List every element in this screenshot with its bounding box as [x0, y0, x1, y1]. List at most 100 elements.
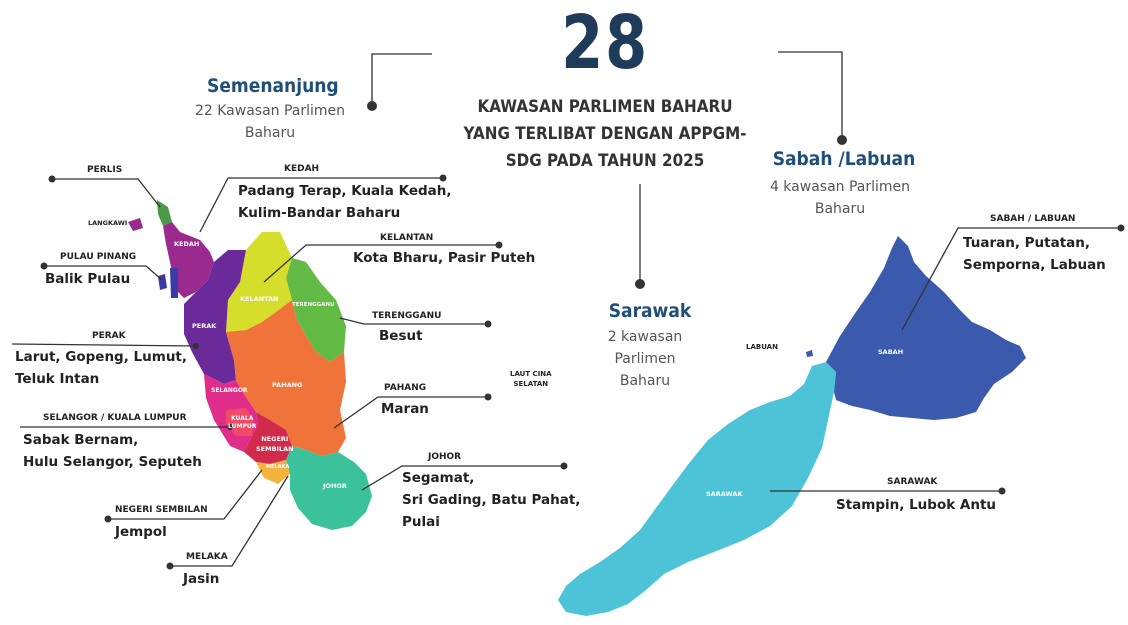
label-perlis: PERLIS — [87, 165, 123, 175]
dot-sarawak — [998, 487, 1006, 495]
areas-terengganu: Besut — [379, 325, 423, 347]
area-line: Besut — [379, 328, 423, 344]
area-line: Maran — [381, 401, 429, 417]
sea-label-line: LAUT CINA — [510, 370, 552, 378]
leader-lines — [11, 51, 1125, 570]
label-kelantan: KELANTAN — [380, 233, 434, 243]
map-label-perak: PERAK — [192, 322, 217, 330]
leader-perlis — [52, 178, 161, 208]
area-line: Stampin, Lubok Antu — [836, 497, 997, 513]
state-perlis-shape — [157, 200, 172, 226]
area-line: Pulai — [402, 514, 440, 530]
map-label-sabah: SABAH — [878, 348, 904, 356]
leader-melaka — [170, 475, 289, 567]
map-label-line: KUALA — [231, 415, 254, 422]
label-langkawi: LANGKAWI — [88, 219, 128, 227]
map-label-kl: KUALA LUMPUR — [228, 415, 256, 431]
areas-kedah: Padang Terap, Kuala Kedah, Kulim-Bandar … — [238, 180, 452, 224]
map-label-melaka: MELAKA — [266, 464, 290, 470]
state-johor-shape — [286, 446, 372, 530]
state-pulau-pinang-shape — [158, 268, 178, 298]
dot-perlis — [48, 175, 56, 183]
region-sub-semenanjung: 22 Kawasan Parlimen Baharu — [180, 100, 360, 144]
leader-kedah — [199, 177, 443, 233]
dot-kelantan — [495, 241, 503, 249]
areas-melaka: Jasin — [183, 568, 219, 590]
region-title-sarawak: Sarawak — [608, 300, 692, 322]
leader-negeri-sembilan — [108, 469, 263, 520]
state-sabah-shape — [826, 236, 1026, 420]
map-label-line: LUMPUR — [228, 423, 257, 430]
area-line: Jasin — [183, 571, 220, 587]
leader-terengganu — [339, 317, 488, 325]
dot-pahang — [484, 393, 492, 401]
leader-sabah-region — [778, 51, 843, 140]
label-kedah: KEDAH — [284, 164, 320, 174]
sea-label: LAUT CINA SELATAN — [510, 369, 552, 389]
label-negeri-sembilan: NEGERI SEMBILAN — [115, 505, 208, 515]
area-line: Kulim-Bandar Baharu — [238, 205, 401, 221]
area-line: Semporna, Labuan — [963, 257, 1106, 273]
area-line: Padang Terap, Kuala Kedah, — [238, 183, 452, 199]
area-line: Larut, Gopeng, Lumut, — [15, 349, 188, 365]
map-label-pahang: PAHANG — [272, 381, 303, 389]
label-selangor-kl: SELANGOR / KUALA LUMPUR — [43, 413, 187, 423]
dot-selangor — [227, 424, 233, 430]
dot-melaka — [166, 562, 174, 570]
dot-sabah — [1117, 224, 1125, 232]
region-sub-line: Parlimen — [614, 351, 676, 367]
areas-pahang: Maran — [381, 398, 429, 420]
region-sub-line: Baharu — [244, 125, 296, 141]
map-label-labuan: LABUAN — [746, 343, 778, 351]
map-label-negeri-sembilan: NEGERI SEMBILAN — [256, 434, 294, 454]
headline: KAWASAN PARLIMEN BAHARU YANG TERLIBAT DE… — [453, 93, 757, 174]
label-terengganu: TERENGGANU — [372, 311, 442, 321]
area-line: Teluk Intan — [15, 371, 100, 387]
areas-sabah-labuan: Tuaran, Putatan, Semporna, Labuan — [963, 232, 1106, 276]
borneo-map — [558, 236, 1026, 616]
map-label-kedah: KEDAH — [174, 240, 200, 248]
label-johor: JOHOR — [428, 452, 462, 462]
headline-line: YANG TERLIBAT DENGAN APPGM- — [463, 124, 747, 143]
state-labuan-shape — [806, 350, 813, 357]
leader-sabah — [901, 227, 1121, 331]
state-pahang-shape — [226, 300, 346, 456]
headline-line: SDG PADA TAHUN 2025 — [505, 151, 705, 170]
peninsular-map — [128, 200, 372, 530]
region-sub-line: 22 Kawasan Parlimen — [194, 103, 346, 119]
state-sarawak-shape — [558, 362, 836, 616]
areas-sarawak: Stampin, Lubok Antu — [836, 494, 996, 516]
leader-semenanjung — [371, 53, 432, 106]
map-label-selangor: SELANGOR — [211, 387, 248, 394]
region-sub-sarawak: 2 kawasan Parlimen Baharu — [590, 326, 700, 392]
dot-terengganu — [484, 320, 492, 328]
label-perak: PERAK — [92, 331, 126, 341]
area-line: Hulu Selangor, Seputeh — [23, 454, 202, 470]
leader-perak — [11, 343, 197, 347]
label-melaka: MELAKA — [186, 552, 228, 562]
region-sub-line: 2 kawasan — [607, 329, 683, 345]
areas-negeri-sembilan: Jempol — [115, 521, 167, 543]
map-label-line: SEMBILAN — [256, 445, 294, 453]
leader-johor — [361, 465, 564, 491]
state-negeri-sembilan-shape — [244, 412, 292, 464]
area-line: Tuaran, Putatan, — [963, 235, 1091, 251]
dot-perak — [193, 343, 199, 349]
region-sub-sabah: 4 kawasan Parlimen Baharu — [750, 176, 930, 220]
state-melaka-shape — [256, 460, 290, 484]
dot-kedah — [439, 174, 447, 182]
state-langkawi-shape — [128, 218, 143, 231]
leader-pulau-pinang — [44, 265, 163, 281]
state-kelantan-shape — [226, 232, 292, 332]
areas-perak: Larut, Gopeng, Lumut, Teluk Intan — [15, 346, 187, 390]
region-sub-line: Baharu — [619, 373, 671, 389]
areas-kelantan: Kota Bharu, Pasir Puteh — [353, 247, 535, 269]
label-sabah-labuan: SABAH / LABUAN — [990, 214, 1076, 224]
map-label-johor: JOHOR — [323, 482, 347, 490]
area-line: Jempol — [115, 524, 167, 540]
dot-johor — [560, 462, 568, 470]
state-kl-shape — [226, 408, 254, 436]
headline-line: KAWASAN PARLIMEN BAHARU — [477, 97, 733, 116]
sea-label-line: SELATAN — [513, 380, 549, 388]
